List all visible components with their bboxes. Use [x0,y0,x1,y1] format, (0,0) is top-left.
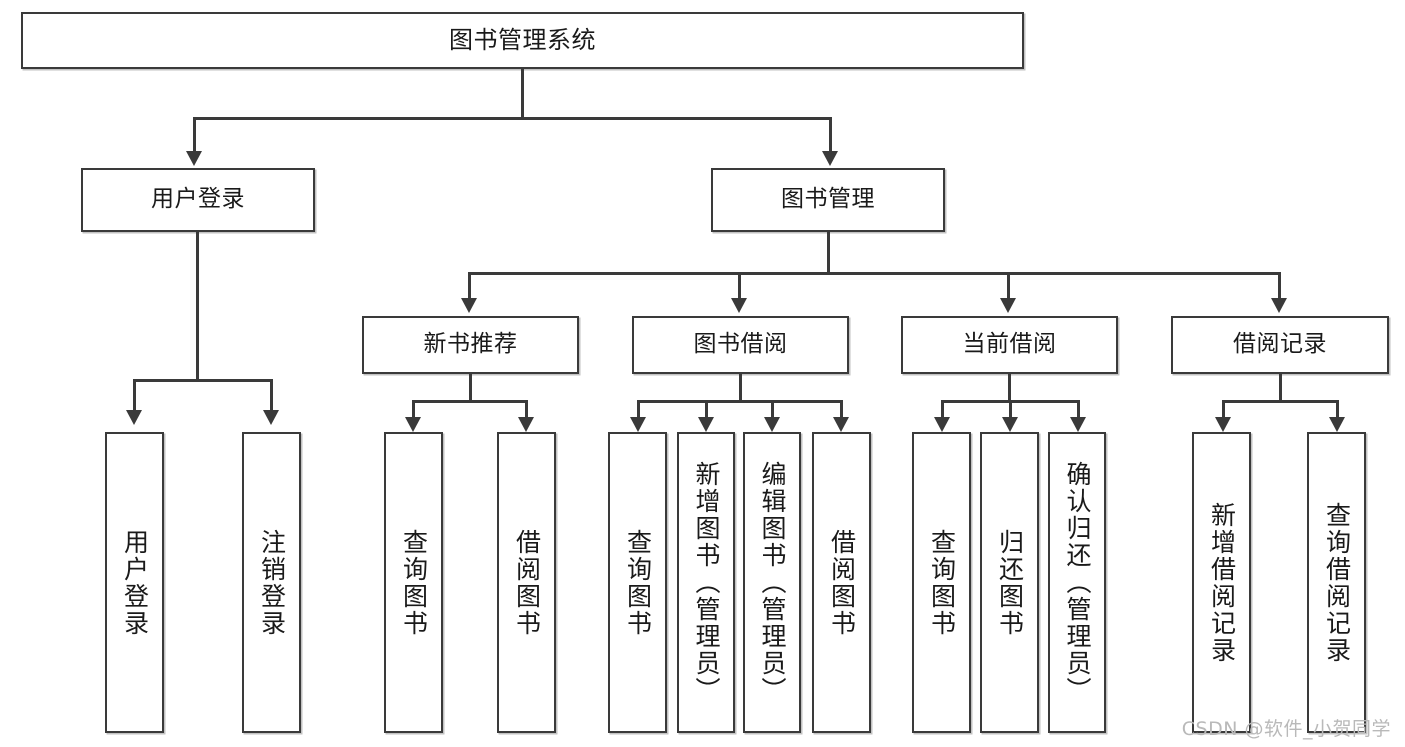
arrowhead-bb-leaf-4 [833,417,849,432]
arrowhead-cb-leaf-3 [1070,417,1086,432]
connector-borrow-record-bus [1222,400,1338,403]
node-label: 查询图书 [399,528,429,637]
arrowhead-br-leaf-1 [1215,417,1231,432]
connector-bb-leaf-2 [705,400,708,417]
arrowhead-nbr-leaf-2 [518,417,534,432]
node-label: 图书管理 [781,186,875,213]
arrowhead-root-to-user-login [186,151,202,166]
connector-bb-leaf-4 [840,400,843,417]
arrowhead-current-borrow [1000,298,1016,313]
connector-bb-leaf-1 [637,400,640,417]
connector-to-borrow-record [1278,272,1281,298]
leaf-book-borrow-borrow-book[interactable]: 借阅图书 [812,432,871,733]
node-label: 当前借阅 [962,331,1057,358]
leaf-book-borrow-query-book[interactable]: 查询图书 [608,432,667,733]
node-label: 借阅图书 [512,528,542,637]
connector-br-leaf-2 [1336,400,1339,417]
connector-current-borrow-stem [1008,374,1011,400]
node-borrow-record[interactable]: 借阅记录 [1171,316,1389,374]
connector-br-leaf-1 [1222,400,1225,417]
arrowhead-bb-leaf-1 [630,417,646,432]
connector-root-to-user-login [193,117,196,151]
node-label: 查询图书 [623,528,653,637]
connector-user-login-to-leaf-1 [133,379,136,410]
connector-bb-leaf-3 [771,400,774,417]
connector-user-login-stem [196,232,199,379]
arrowhead-bb-leaf-3 [764,417,780,432]
connector-borrow-record-stem [1279,374,1282,400]
leaf-new-book-borrow-book[interactable]: 借阅图书 [497,432,556,733]
arrowhead-borrow-record [1271,298,1287,313]
node-user-login[interactable]: 用户登录 [81,168,315,232]
node-label: 借阅图书 [827,528,857,637]
arrowhead-nbr-leaf-1 [405,417,421,432]
arrowhead-new-book-recommend [461,298,477,313]
connector-user-login-bus [133,379,272,382]
connector-new-book-recommend-bus [412,400,527,403]
node-label: 借阅记录 [1233,331,1327,358]
node-label: 图书管理系统 [449,26,596,55]
connector-root-bus [193,117,831,120]
node-root-library-management-system[interactable]: 图书管理系统 [21,12,1024,69]
leaf-book-borrow-edit-book-admin[interactable]: 编辑图书（管理员） [743,432,801,733]
node-label: 查询图书 [927,528,957,637]
leaf-borrow-record-add-record[interactable]: 新增借阅记录 [1192,432,1251,733]
node-label: 确认归还（管理员） [1063,461,1092,704]
arrowhead-user-login-leaf-2 [263,410,279,425]
connector-book-borrow-bus [637,400,842,403]
watermark-text: CSDN @软件_小贺同学 [1181,718,1391,740]
leaf-current-borrow-query-book[interactable]: 查询图书 [912,432,971,733]
arrowhead-cb-leaf-2 [1002,417,1018,432]
connector-cb-leaf-3 [1077,400,1080,417]
node-book-management[interactable]: 图书管理 [711,168,945,232]
arrowhead-root-to-book-management [822,151,838,166]
connector-to-book-borrow [738,272,741,298]
connector-cb-leaf-2 [1009,400,1012,417]
node-label: 用户登录 [151,186,245,213]
connector-book-management-stem [827,232,830,272]
connector-to-current-borrow [1007,272,1010,298]
leaf-borrow-record-query-record[interactable]: 查询借阅记录 [1307,432,1366,733]
connector-user-login-to-leaf-2 [270,379,273,410]
node-label: 新书推荐 [423,331,518,358]
arrowhead-book-borrow [731,298,747,313]
connector-root-stem [521,69,524,117]
node-label: 编辑图书（管理员） [758,461,787,704]
node-book-borrow[interactable]: 图书借阅 [632,316,849,374]
leaf-current-borrow-return-book[interactable]: 归还图书 [980,432,1039,733]
leaf-user-login-logout[interactable]: 注销登录 [242,432,301,733]
leaf-current-borrow-confirm-return-admin[interactable]: 确认归还（管理员） [1048,432,1106,733]
node-label: 归还图书 [995,528,1025,637]
connector-root-to-book-management [829,117,832,151]
node-label: 新增图书（管理员） [692,461,721,704]
leaf-book-borrow-add-book-admin[interactable]: 新增图书（管理员） [677,432,735,733]
node-current-borrow[interactable]: 当前借阅 [901,316,1118,374]
connector-to-new-book-recommend [468,272,471,298]
node-label: 查询借阅记录 [1322,501,1352,664]
node-label: 用户登录 [120,528,150,637]
node-label: 图书借阅 [693,331,788,358]
connector-book-borrow-stem [739,374,742,400]
connector-nbr-leaf-1 [412,400,415,417]
node-label: 注销登录 [257,528,287,637]
arrowhead-user-login-leaf-1 [126,410,142,425]
leaf-new-book-query-book[interactable]: 查询图书 [384,432,443,733]
arrowhead-bb-leaf-2 [698,417,714,432]
connector-new-book-recommend-stem [469,374,472,400]
arrowhead-cb-leaf-1 [934,417,950,432]
connector-level3-bus [468,272,1280,275]
node-new-book-recommend[interactable]: 新书推荐 [362,316,579,374]
connector-cb-leaf-1 [941,400,944,417]
arrowhead-br-leaf-2 [1329,417,1345,432]
connector-nbr-leaf-2 [525,400,528,417]
leaf-user-login-login[interactable]: 用户登录 [105,432,164,733]
node-label: 新增借阅记录 [1207,501,1237,664]
